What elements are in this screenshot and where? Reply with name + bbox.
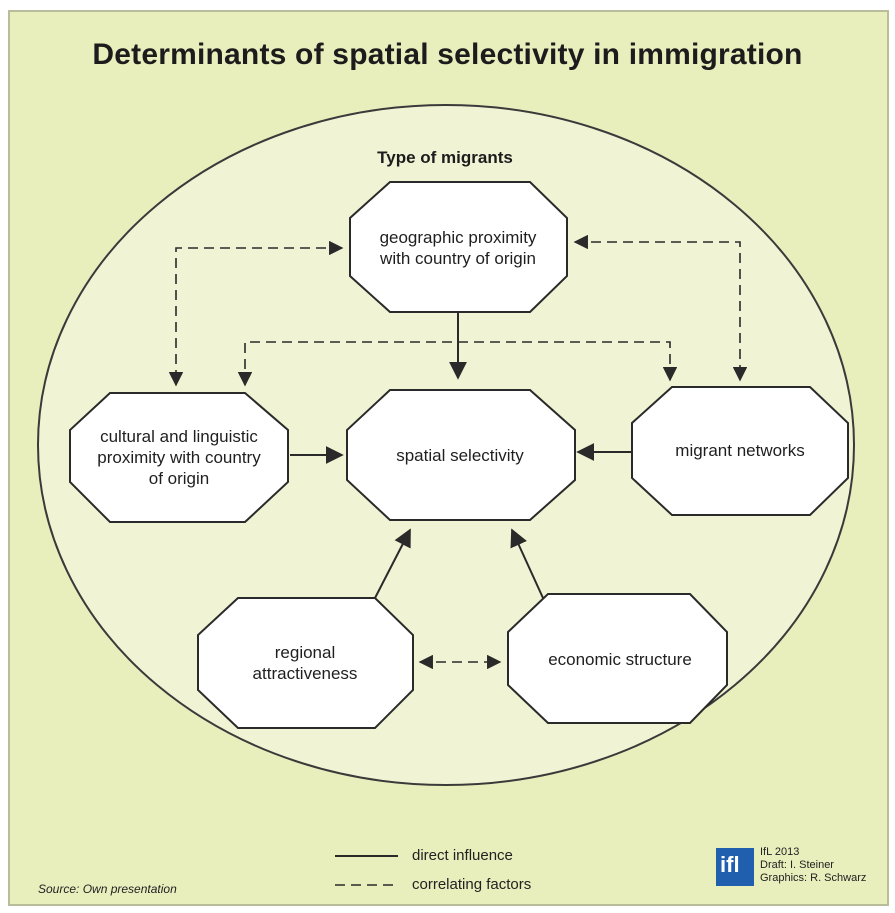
arrow-economic-spatial bbox=[510, 528, 544, 599]
source-note: Source: Own presentation bbox=[38, 882, 177, 896]
dashed-geographic-networks bbox=[573, 234, 748, 382]
node-geographic-shape bbox=[349, 181, 568, 313]
credit-year: IfL 2013 bbox=[760, 846, 800, 858]
node-networks-label: migrant networks bbox=[675, 440, 805, 460]
node-geographic-label: geographic proximity with country of ori… bbox=[379, 227, 537, 268]
arrow-regional-spatial bbox=[374, 528, 411, 599]
ellipse-label: Type of migrants bbox=[377, 148, 513, 167]
ifl-logo: ifl bbox=[716, 848, 754, 886]
node-economic-label: economic structure bbox=[548, 650, 692, 669]
node-spatial-shape bbox=[346, 389, 576, 521]
credit-draft: Draft: I. Steiner bbox=[760, 859, 834, 871]
node-networks-shape bbox=[631, 386, 849, 516]
node-regional-label: regional attractiveness bbox=[252, 642, 358, 683]
node-regional-shape bbox=[197, 597, 414, 729]
legend-direct-label: direct influence bbox=[412, 847, 513, 864]
node-spatial-label: spatial selectivity bbox=[396, 445, 524, 465]
dashed-cultural-networks bbox=[237, 341, 678, 387]
diagram-title: Determinants of spatial selectivity in i… bbox=[92, 38, 803, 71]
node-cultural-shape bbox=[69, 392, 289, 523]
dashed-geographic-cultural bbox=[168, 240, 344, 387]
node-cultural-label: cultural and linguistic proximity with c… bbox=[97, 427, 261, 488]
credits: IfL 2013 Draft: I. Steiner Graphics: R. … bbox=[760, 846, 866, 885]
node-economic-shape bbox=[507, 593, 728, 724]
legend-correlating-label: correlating factors bbox=[412, 876, 532, 893]
ifl-logo-text: ifl bbox=[720, 852, 740, 877]
credit-graphics: Graphics: R. Schwarz bbox=[760, 872, 867, 884]
